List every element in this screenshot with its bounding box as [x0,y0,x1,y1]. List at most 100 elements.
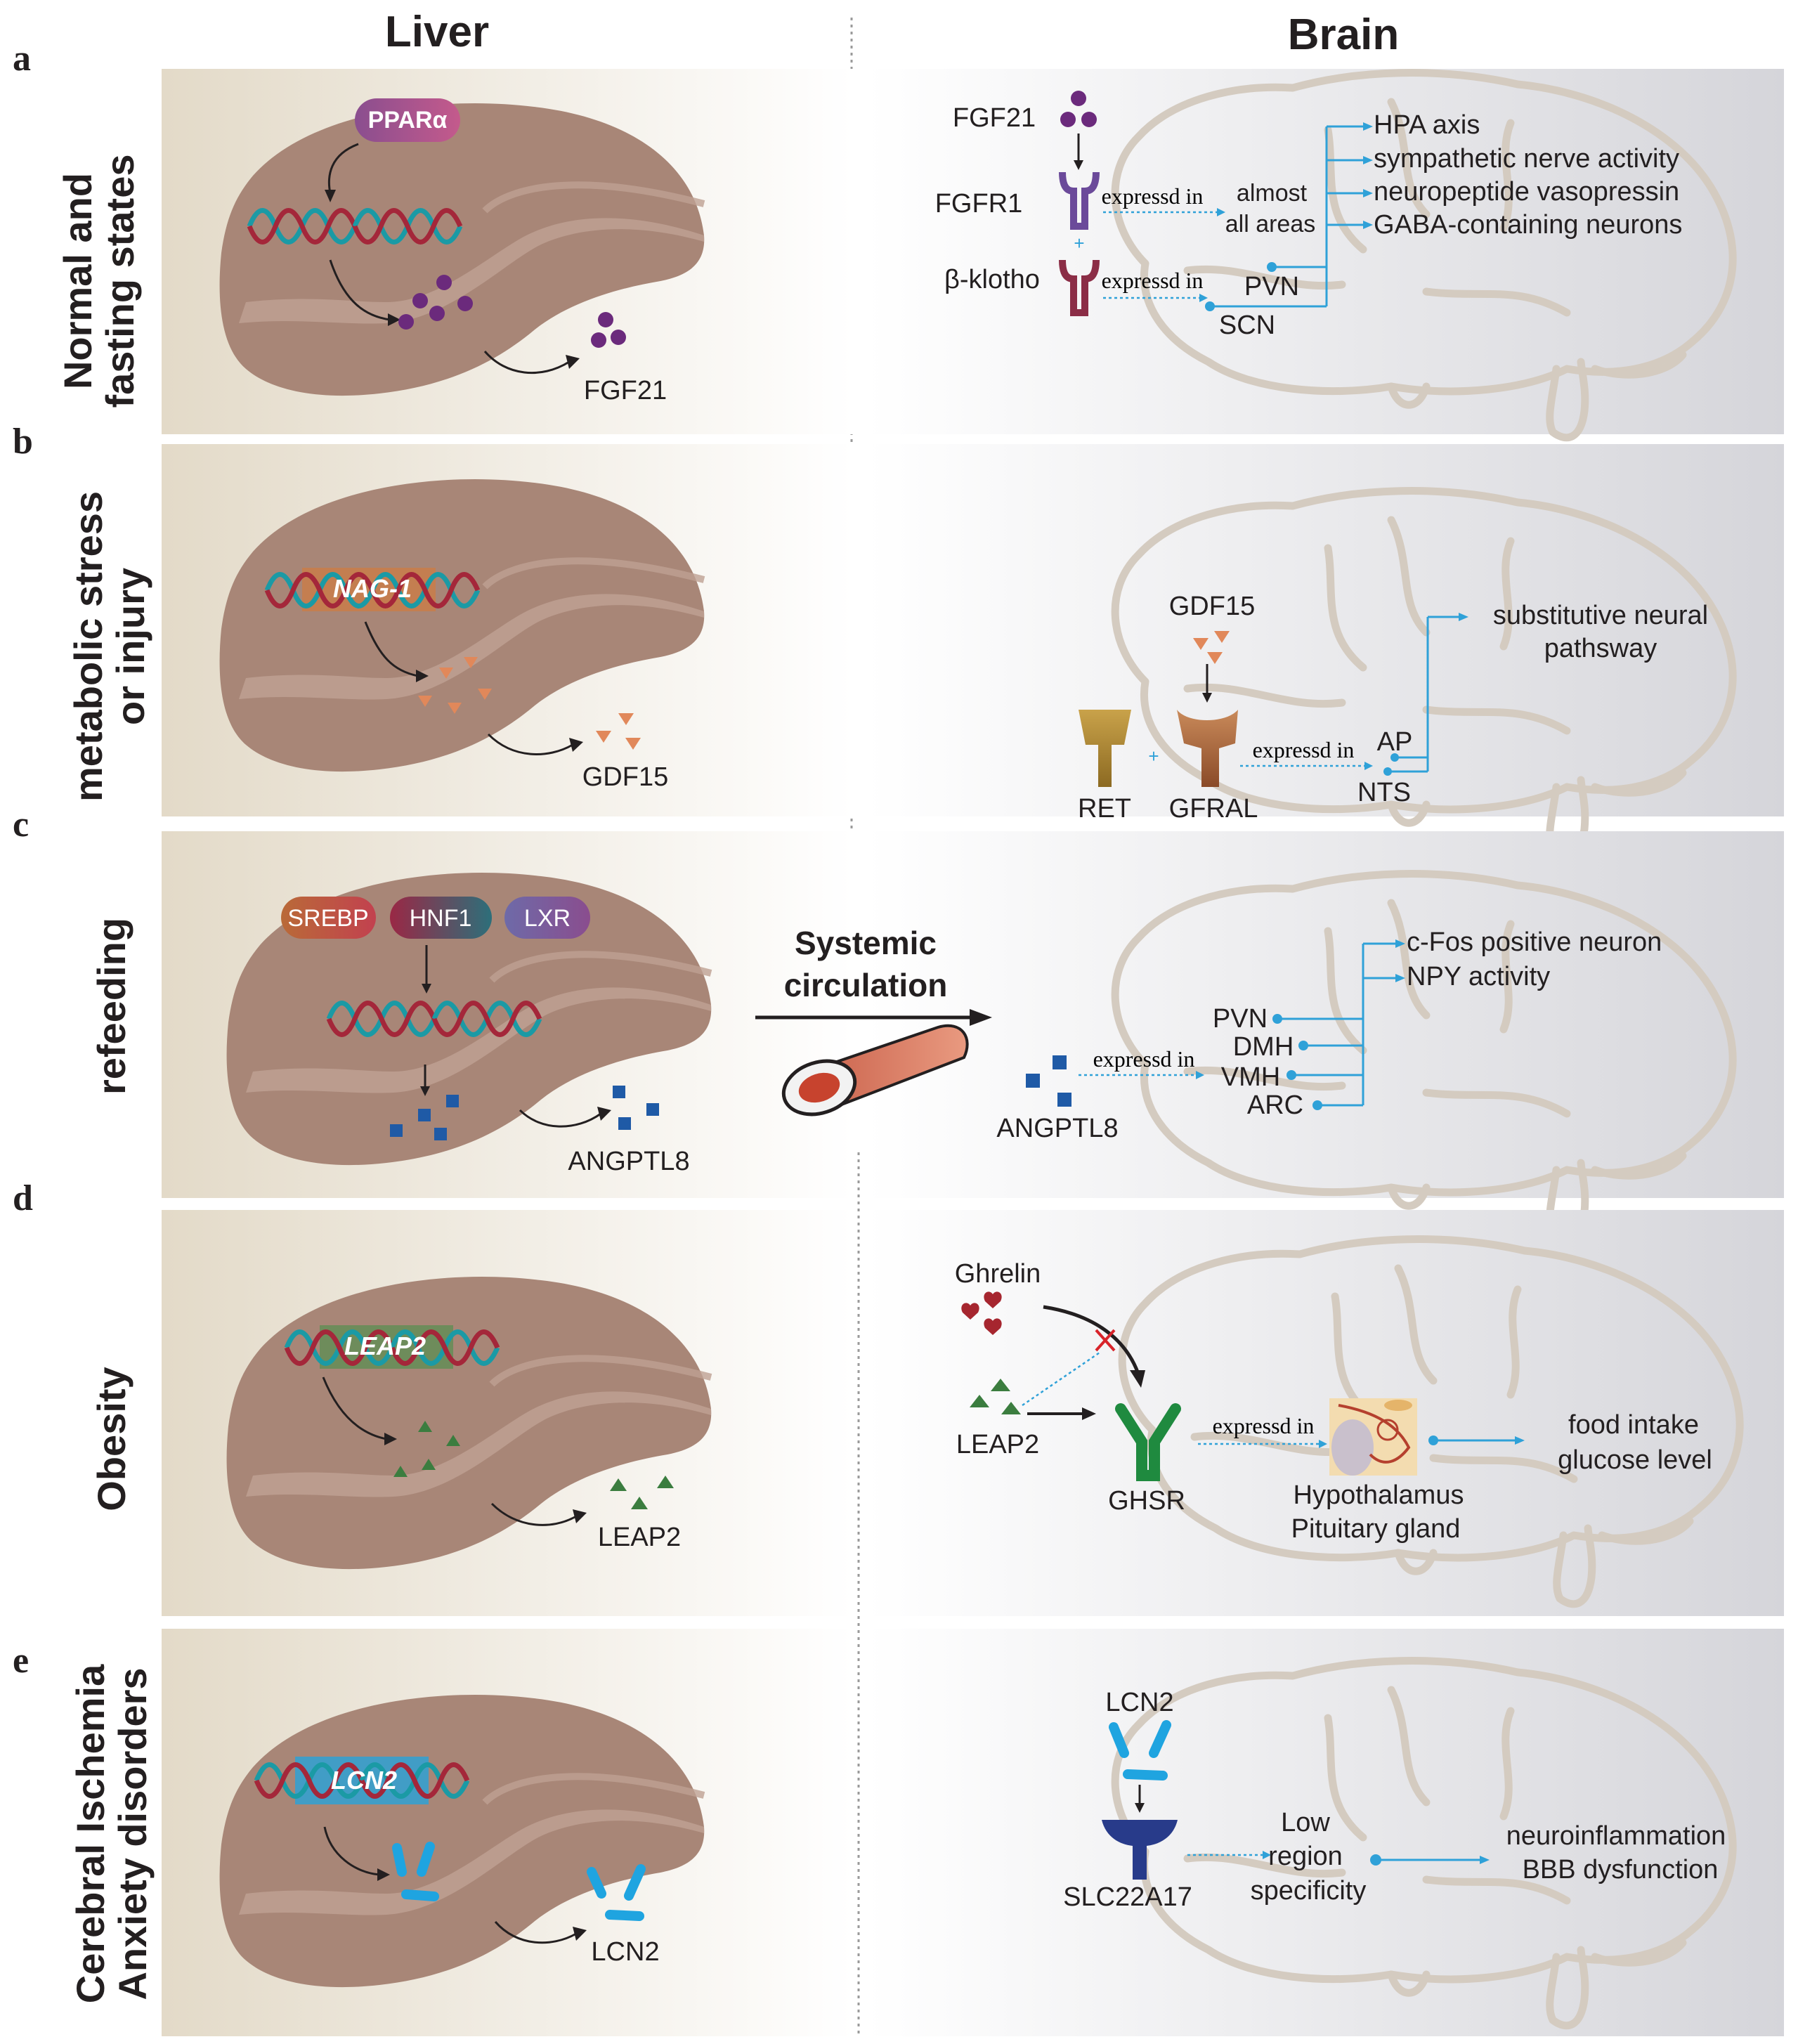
srebp-label: SREBP [287,905,368,932]
outcome-neural-1: substitutive neural [1493,601,1708,630]
lcn2-secreted-molecule [587,1864,646,1921]
specificity-specificity: specificity [1251,1876,1367,1906]
panel-letter-b: b [13,422,33,462]
ghrelin-molecules [961,1291,1002,1335]
outcome-tree-c [1277,942,1398,1107]
condition-label-b: metabolic stress or injury [66,491,152,802]
gdf15-triangles-liver [418,657,492,714]
angptl8-squares-brain [1026,1055,1071,1107]
fgf21-dots-secreted [591,312,626,348]
fgfr1-receptor [1059,171,1100,230]
outcome-neural-2: pathsway [1544,634,1657,663]
ghsr-label: GHSR [1108,1486,1185,1516]
panel-letter-c: c [13,805,29,845]
leap2-triangles-liver [393,1421,460,1477]
outcome-tree-b [1388,616,1461,773]
lxr-factor [504,897,590,939]
svg-text:metabolic stress: metabolic stress [66,491,110,802]
outcome-neuroinflammation: neuroinflammation [1506,1821,1726,1851]
outcome-bbb: BBB dysfunction [1523,1855,1719,1884]
ppar-alpha-label: PPARα [368,107,448,134]
lcn2-gene-label: LCN2 [331,1766,397,1795]
expressed-in-a1: expressd in [1102,183,1204,209]
gdf15-triangles-brain [1193,631,1230,664]
brain-panel-c-bg [867,831,1784,1198]
fgf21-dots-liver [398,275,473,330]
svg-text:or injury: or injury [108,568,152,725]
gdf15-label-liver: GDF15 [582,762,668,792]
panel-d: d Obesity LEAP2 LEAP2 Ghrelin [13,1178,1784,1616]
brain-panel-e-bg [867,1629,1784,2036]
region-vmh: VMH [1221,1062,1280,1092]
gdf15-label-brain: GDF15 [1169,592,1255,621]
ret-receptor [1079,710,1131,787]
beta-klotho-label: β-klotho [944,265,1040,294]
slc22a17-receptor [1102,1820,1178,1880]
leap2-triangles-secreted [610,1476,674,1509]
outcome-glucose: glucose level [1558,1445,1712,1475]
brain-column-title: Brain [1288,11,1399,59]
region-pvn-a: PVN [1244,272,1299,301]
panel-letter-a: a [13,39,31,79]
condition-label-c: refeeding [89,918,133,1095]
blocked-mark-icon [1095,1329,1116,1352]
expressed-in-b: expressd in [1253,737,1355,762]
gdf15-triangles-secreted [596,713,641,750]
liver-column-title: Liver [385,8,489,56]
hnf1-label: HNF1 [410,905,472,932]
expressed-in-c: expressd in [1093,1046,1195,1072]
nag1-label: NAG-1 [333,574,412,603]
lcn2-liver-molecule [392,1842,439,1901]
outcome-hpa-axis: HPA axis [1374,110,1480,140]
svg-text:Normal and: Normal and [56,173,100,389]
svg-text:Cerebral Ischemia: Cerebral Ischemia [68,1664,112,2003]
region-scn-a: SCN [1219,311,1275,340]
beta-klotho-receptor [1059,259,1100,316]
panel-letter-d: d [13,1178,33,1218]
hnf1-factor [390,897,492,939]
panel-b: b metabolic stress or injury NAG-1 GDF15… [13,422,1784,856]
panel-a: a Normal and fasting states PPARα FGF21 … [13,39,1784,438]
gfral-label: GFRAL [1169,794,1258,824]
fgf21-dots-brain [1060,91,1097,127]
ghsr-receptor [1115,1403,1181,1481]
region-dmh: DMH [1233,1032,1294,1062]
lxr-label: LXR [524,905,571,932]
outcome-cfos: c-Fos positive neuron [1407,927,1662,957]
panel-letter-e: e [13,1641,29,1681]
outcome-tree-a [1210,125,1367,308]
fgf21-label-brain: FGF21 [953,103,1036,133]
panel-c: c refeeding SREBP HNF1 LXR ANGPTL8 Syste… [13,805,1784,1239]
srebp-factor [281,897,376,939]
gfral-receptor [1177,710,1238,787]
leap2-triangles-brain [970,1379,1021,1414]
lcn2-label-brain: LCN2 [1105,1688,1173,1717]
svg-text:fasting states: fasting states [98,155,142,408]
region-arc: ARC [1247,1091,1303,1120]
outcome-food-intake: food intake [1568,1410,1699,1440]
region-nts: NTS [1357,778,1411,807]
expressed-in-d: expressd in [1213,1413,1315,1438]
condition-label-d: Obesity [89,1367,133,1511]
leap2-gene-label: LEAP2 [344,1332,426,1360]
plus-sign-b: + [1148,746,1159,767]
blood-vessel-icon [781,1024,969,1117]
outcome-sympathetic: sympathetic nerve activity [1374,144,1679,174]
region-pituitary: Pituitary gland [1291,1514,1461,1544]
svg-text:refeeding: refeeding [89,918,133,1095]
ghrelin-label: Ghrelin [955,1259,1041,1289]
condition-label-a: Normal and fasting states [56,155,142,408]
brain-panel-b-bg [867,444,1784,816]
angptl8-label-liver: ANGPTL8 [568,1147,689,1176]
circulation-label-2: circulation [784,967,948,1003]
ret-label: RET [1078,794,1131,824]
condition-label-e: Cerebral Ischemia Anxiety disorders [68,1664,155,2003]
hypothalamus-image [1329,1398,1417,1476]
outcome-vasopressin: neuropeptide vasopressin [1374,177,1679,207]
leap2-label-liver: LEAP2 [598,1523,681,1552]
ppar-alpha-factor [355,98,460,142]
specificity-region: region [1268,1842,1343,1871]
svg-text:Anxiety disorders: Anxiety disorders [110,1667,155,2000]
lcn2-brain-molecule [1109,1720,1171,1781]
region-ap: AP [1377,727,1413,757]
